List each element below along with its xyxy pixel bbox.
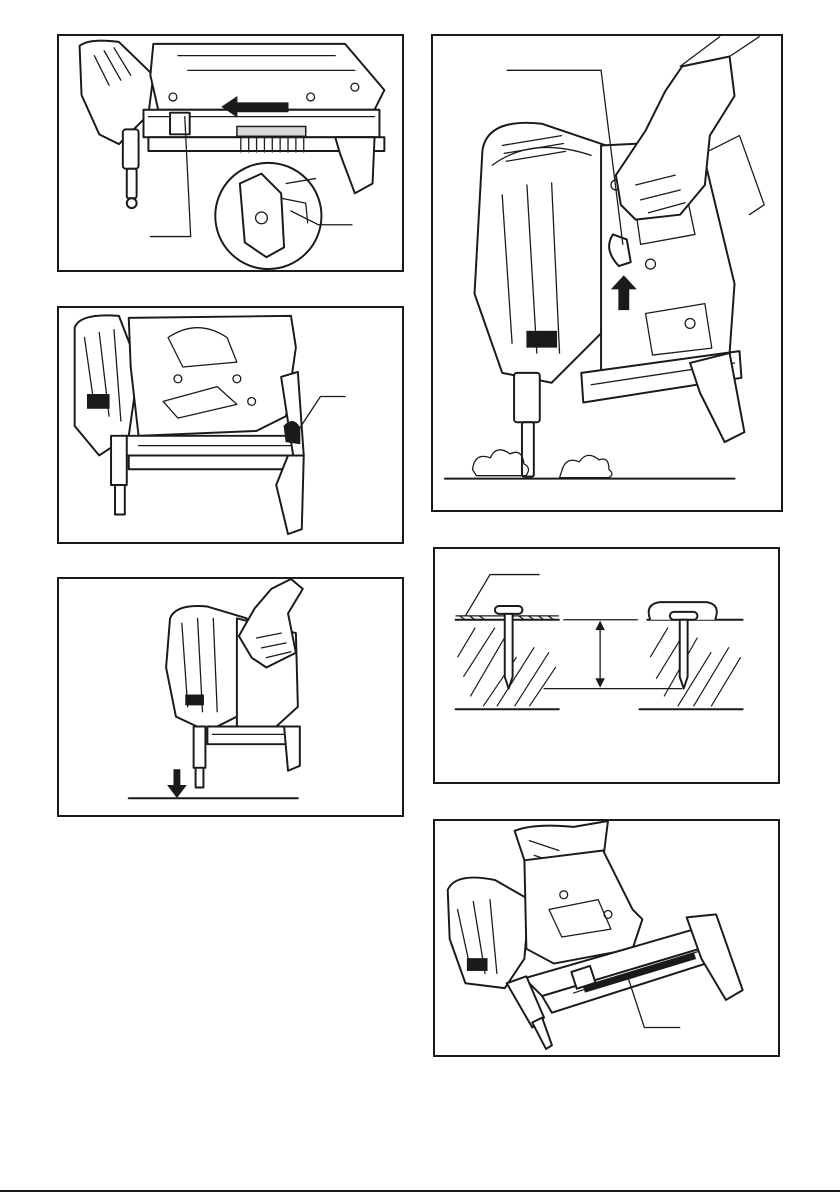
magazine-slide-illustration xyxy=(59,36,402,270)
nail-gun-icon xyxy=(448,821,743,1049)
zoom-circle-icon xyxy=(215,163,321,269)
nail-gun-icon xyxy=(75,315,304,534)
figure-magazine-latch xyxy=(57,306,404,544)
nail-depth-illustration xyxy=(435,549,778,782)
dust-puff-icon xyxy=(473,450,612,478)
nail-cross-section-icon xyxy=(649,602,717,689)
figure-press-contact xyxy=(57,577,404,817)
figure-nail-depth xyxy=(433,547,780,784)
leader-line-latch xyxy=(296,396,345,433)
press-contact-illustration xyxy=(59,579,402,815)
hatched-material-icon xyxy=(639,620,742,709)
figure-magazine-rail xyxy=(433,819,780,1057)
hand-icon xyxy=(616,37,759,220)
magazine-latch-illustration xyxy=(59,308,402,542)
magazine-rail-illustration xyxy=(435,821,778,1055)
figure-magazine-slide xyxy=(57,34,404,272)
figure-firing-operation xyxy=(431,34,783,512)
arrow-down-icon xyxy=(168,770,186,798)
depth-dimension-icon xyxy=(544,620,682,689)
firing-operation-illustration xyxy=(433,36,781,510)
